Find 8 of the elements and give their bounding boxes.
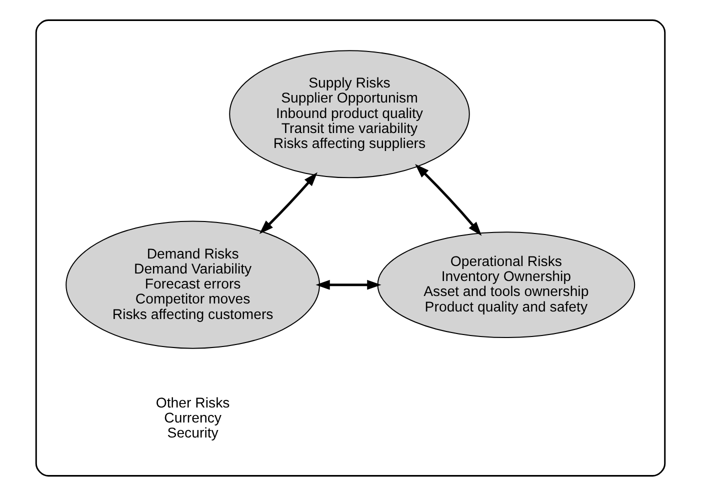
arrow xyxy=(316,280,382,290)
arrow xyxy=(259,172,318,234)
label: Security xyxy=(167,424,218,441)
cluster xyxy=(35,19,666,477)
label: Currency xyxy=(164,409,222,426)
node-ellipse: Operational Risks Inventory Ownership Asset and tools ownership Product quality and safety xyxy=(377,232,636,338)
label: Other Risks xyxy=(156,394,230,410)
arrow xyxy=(415,164,482,236)
